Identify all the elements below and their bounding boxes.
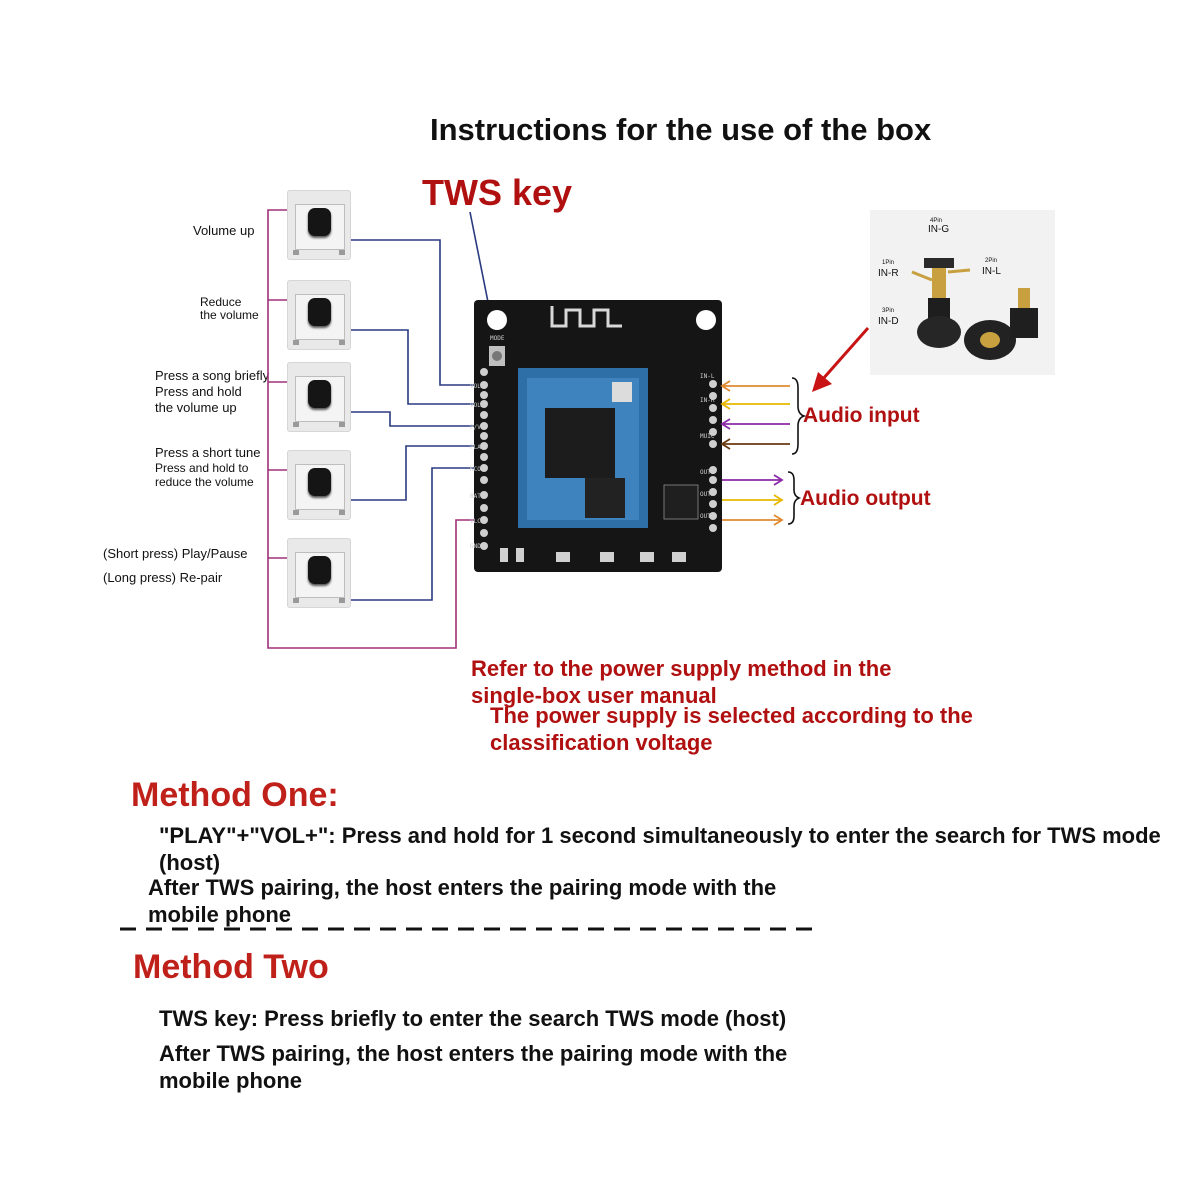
pin-in-g-label: IN-G (928, 224, 950, 235)
audio-input-arrows (720, 380, 790, 450)
board-label-out-l: OUTL (700, 469, 715, 476)
power-note-1: Refer to the power supply method in the … (471, 656, 892, 708)
pin4-label: 4Pin (930, 218, 943, 224)
method-one-heading: Method One: (131, 776, 339, 814)
method-two-step-2: After TWS pairing, the host enters the p… (159, 1041, 788, 1093)
label-line: Reduce (200, 295, 242, 309)
pin1-label: 1Pin (882, 260, 895, 266)
label-line: Press a song briefly (155, 368, 270, 383)
audio-output-label: Audio output (800, 487, 931, 510)
pin2-label: 2Pin (985, 258, 998, 264)
button-label-next-song: Press a song briefly Press and hold the … (155, 368, 269, 416)
method-one-step-2: After TWS pairing, the host enters the p… (148, 875, 777, 927)
board-label-play: PLAY (470, 444, 485, 451)
tws-key-label: TWS key (422, 172, 573, 213)
board-label-mode: MODE (490, 335, 505, 342)
board-label-in-r: IN-R (700, 397, 715, 404)
tactile-button-next[interactable] (287, 362, 351, 432)
tactile-button-volume-up[interactable] (287, 190, 351, 260)
board-label-gnd: GND (470, 543, 481, 550)
method-one-step-1: "PLAY"+"VOL+": Press and hold for 1 seco… (159, 823, 1161, 875)
label-line: the volume (200, 308, 259, 322)
board-label-pv: P/V+ (470, 424, 485, 431)
button-cap-icon (308, 556, 331, 584)
label-line: Press and hold to (155, 461, 249, 475)
label-line: the volume up (155, 400, 237, 415)
pin-in-d-label: IN-D (878, 316, 899, 327)
button-label-play-pause: (Short press) Play/Pause (Long press) Re… (103, 542, 248, 590)
button-label-prev-song: Press a short tune Press and hold to red… (155, 445, 261, 489)
pin-in-l-label: IN-L (982, 266, 1001, 277)
label-line: Volume up (193, 223, 255, 238)
label-line: Press a short tune (155, 445, 261, 460)
input-brace (791, 377, 807, 455)
audio-output-arrows (722, 474, 784, 526)
board-label-vol-plus: VOL+ (470, 402, 485, 409)
tactile-button-play-pause[interactable] (287, 538, 351, 608)
board-label-in-l: IN-L (700, 373, 715, 380)
board-label-music: MUIC (700, 433, 715, 440)
button-cap-icon (308, 298, 331, 326)
label-line: (Long press) Re-pair (103, 570, 223, 585)
jack-pointer-arrow (812, 327, 870, 392)
output-brace (787, 471, 802, 525)
pin-in-r-label: IN-R (878, 268, 899, 279)
audio-jack-icon (911, 258, 1038, 360)
button-cap-icon (308, 208, 331, 236)
method-two-step-1: TWS key: Press briefly to enter the sear… (159, 1006, 787, 1031)
common-wire (267, 209, 484, 649)
method-two-heading: Method Two (133, 948, 329, 986)
page-title: Instructions for the use of the box (430, 112, 932, 147)
button-label-reduce-volume: Reduce the volume (200, 296, 259, 322)
tactile-button-prev[interactable] (287, 450, 351, 520)
board-label-vlc: VLC (470, 518, 481, 525)
board-label-vol: VOL- (470, 383, 484, 390)
label-line: (Short press) Play/Pause (103, 546, 248, 561)
button-cap-icon (308, 380, 331, 408)
board-label-kcom: KCOM (470, 466, 485, 473)
button-label-volume-up: Volume up (193, 223, 254, 239)
button-cap-icon (308, 468, 331, 496)
board-label-out-d: OUTD (700, 513, 715, 520)
board-label-out-r: OUTR (700, 491, 715, 498)
label-line: Press and hold (155, 384, 242, 399)
label-line: reduce the volume (155, 475, 254, 489)
pin3-label: 3Pin (882, 308, 895, 314)
bluetooth-board: MODE VOL- VOL+ P/V+ PLAY KCOM BAT VLC GN… (470, 300, 722, 572)
power-note-2: The power supply is selected according t… (490, 703, 973, 755)
board-label-bat: BAT (470, 493, 481, 500)
audio-input-label: Audio input (803, 404, 920, 427)
tactile-button-volume-down[interactable] (287, 280, 351, 350)
audio-jack-photo: 4Pin IN-G 1Pin IN-R 2Pin IN-L 3Pin IN-D (870, 210, 1055, 375)
